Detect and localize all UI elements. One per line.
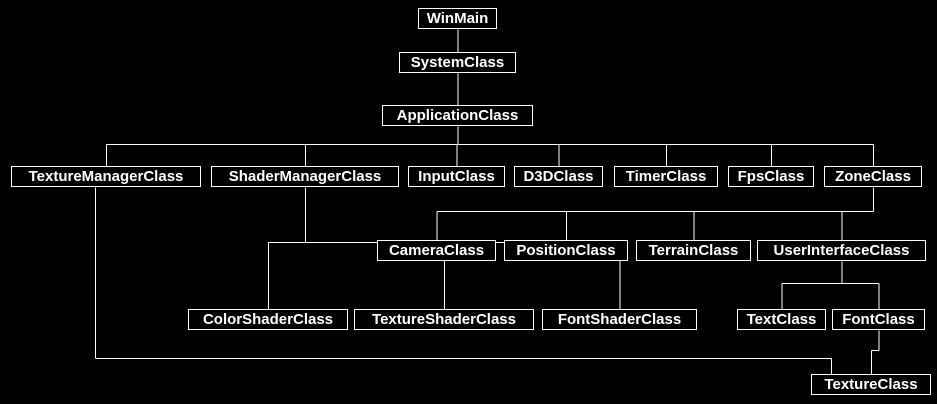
node-fpsclass: FpsClass [728,166,814,187]
node-textclass: TextClass [737,309,826,330]
node-winmain: WinMain [418,8,497,29]
node-applicationclass: ApplicationClass [382,105,533,126]
node-textureshaderclass: TextureShaderClass [354,309,534,330]
node-inputclass: InputClass [408,166,505,187]
node-zoneclass: ZoneClass [824,166,922,187]
node-userinterfaceclass: UserInterfaceClass [757,240,926,261]
node-textureclass: TextureClass [811,374,931,395]
node-systemclass: SystemClass [399,52,516,73]
node-colorshaderclass: ColorShaderClass [188,309,348,330]
node-cameraclass: CameraClass [377,240,496,261]
node-d3dclass: D3DClass [514,166,603,187]
node-shadermanagerclass: ShaderManagerClass [211,166,399,187]
node-fontshaderclass: FontShaderClass [542,309,697,330]
node-texturemanagerclass: TextureManagerClass [11,166,201,187]
node-fontclass: FontClass [832,309,925,330]
node-positionclass: PositionClass [504,240,628,261]
node-terrainclass: TerrainClass [636,240,751,261]
node-timerclass: TimerClass [614,166,718,187]
